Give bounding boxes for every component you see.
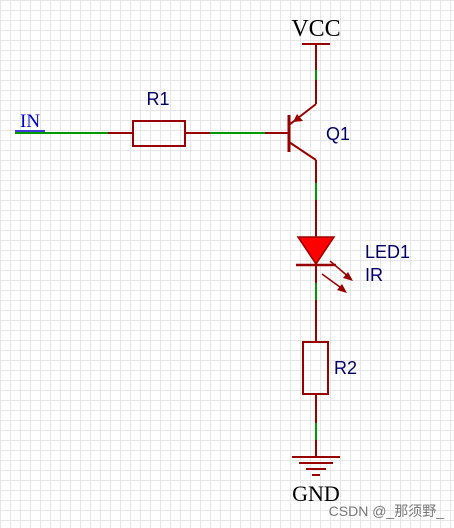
emission-arrows-icon xyxy=(321,260,353,293)
vcc-power-port: VCC xyxy=(291,16,341,52)
resistor-r2: R2 xyxy=(302,341,357,395)
transistor-q1: Q1 xyxy=(287,103,350,161)
q1-designator: Q1 xyxy=(326,124,350,144)
watermark-text: CSDN @_那须野_ xyxy=(329,503,445,519)
gnd-label: GND xyxy=(292,481,340,506)
led1-designator: LED1 xyxy=(365,242,410,262)
led-ir: LED1 IR xyxy=(296,236,410,293)
gnd-power-port: GND xyxy=(292,456,340,506)
led1-value: IR xyxy=(365,265,383,285)
emitter-arrow-icon xyxy=(293,114,303,122)
vcc-label: VCC xyxy=(291,16,340,42)
led-triangle-icon xyxy=(296,236,336,266)
r1-designator: R1 xyxy=(146,89,169,109)
resistor-r1: R1 xyxy=(132,89,186,147)
input-net: IN xyxy=(15,111,133,134)
in-label: IN xyxy=(20,111,40,132)
r2-designator: R2 xyxy=(334,358,357,378)
